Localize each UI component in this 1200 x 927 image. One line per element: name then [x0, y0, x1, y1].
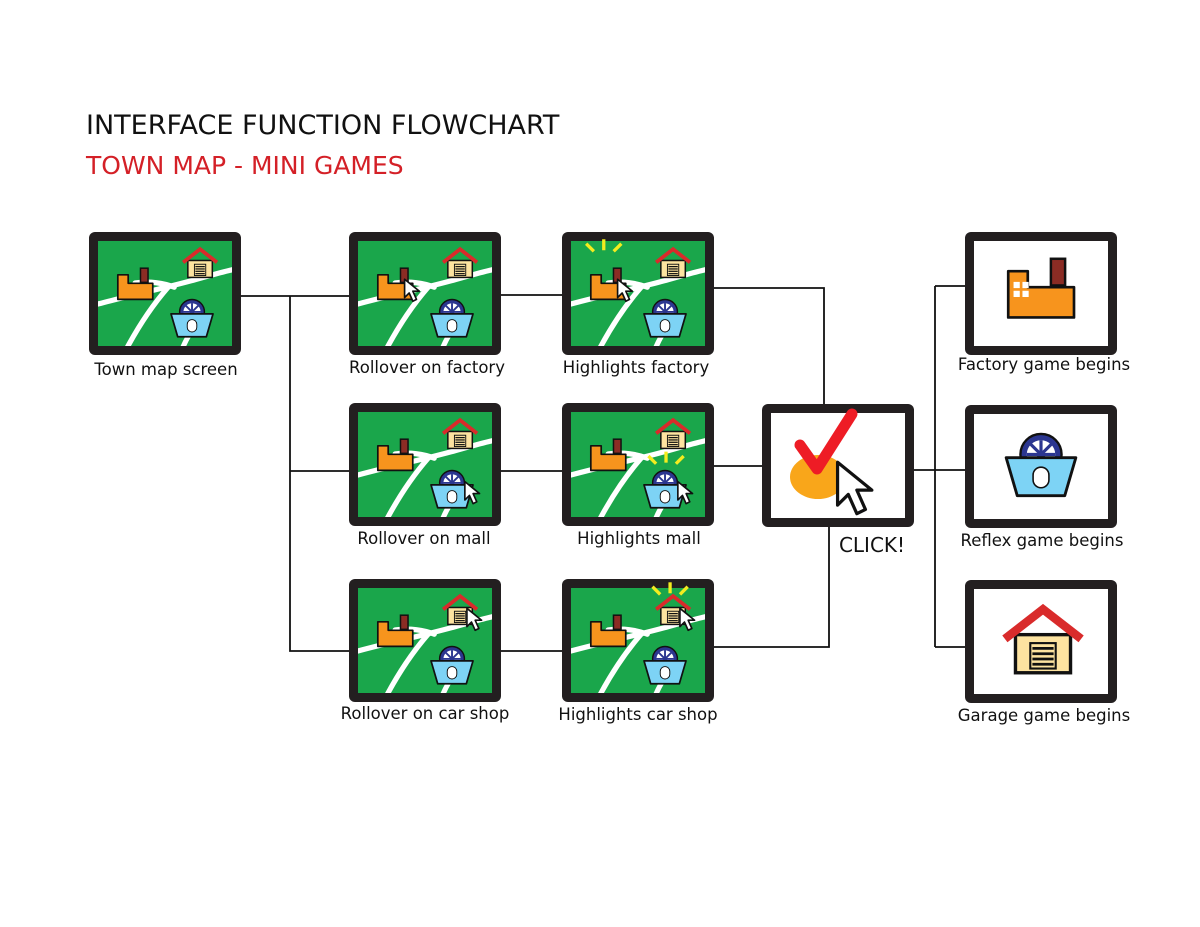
label-reflex-game: Reflex game begins	[960, 531, 1124, 550]
node-town-map	[89, 232, 241, 355]
label-click: CLICK!	[838, 533, 906, 557]
edge-highlight-factory-to-click	[712, 287, 825, 408]
road	[598, 284, 644, 346]
node-rollover-mall	[349, 403, 501, 526]
connector-lines	[240, 285, 968, 652]
diagram-subtitle: TOWN MAP - MINI GAMES	[86, 151, 404, 180]
node-rollover-factory	[349, 232, 501, 355]
node-layer	[89, 232, 1117, 703]
label-garage-game: Garage game begins	[957, 706, 1131, 725]
label-rollover-car-shop: Rollover on car shop	[340, 704, 510, 723]
road	[598, 631, 644, 693]
label-factory-game: Factory game begins	[957, 355, 1131, 374]
click-blob	[790, 455, 846, 499]
road	[385, 455, 431, 517]
node-reflex-game	[965, 405, 1117, 528]
diagram-title: INTERFACE FUNCTION FLOWCHART	[86, 110, 560, 141]
checkmark-icon	[794, 408, 858, 475]
label-highlights-mall: Highlights mall	[577, 529, 701, 548]
node-factory-game	[965, 232, 1117, 355]
label-highlights-factory: Highlights factory	[562, 358, 710, 377]
node-highlights-factory	[562, 232, 714, 355]
node-garage-game	[965, 580, 1117, 703]
node-rollover-car-shop	[349, 579, 501, 702]
label-highlights-car-shop: Highlights car shop	[558, 705, 718, 724]
label-rollover-mall: Rollover on mall	[357, 529, 491, 548]
edge-highlight-car-shop-to-click	[712, 520, 830, 648]
node-highlights-mall	[562, 403, 714, 526]
road	[385, 631, 431, 693]
node-click	[762, 404, 914, 527]
road	[125, 284, 171, 346]
label-rollover-factory: Rollover on factory	[349, 358, 505, 377]
road	[385, 284, 431, 346]
road	[598, 455, 644, 517]
label-town-map: Town map screen	[94, 360, 238, 379]
edge-town-branch-car-shop	[289, 296, 352, 652]
node-highlights-car-shop	[562, 579, 714, 702]
